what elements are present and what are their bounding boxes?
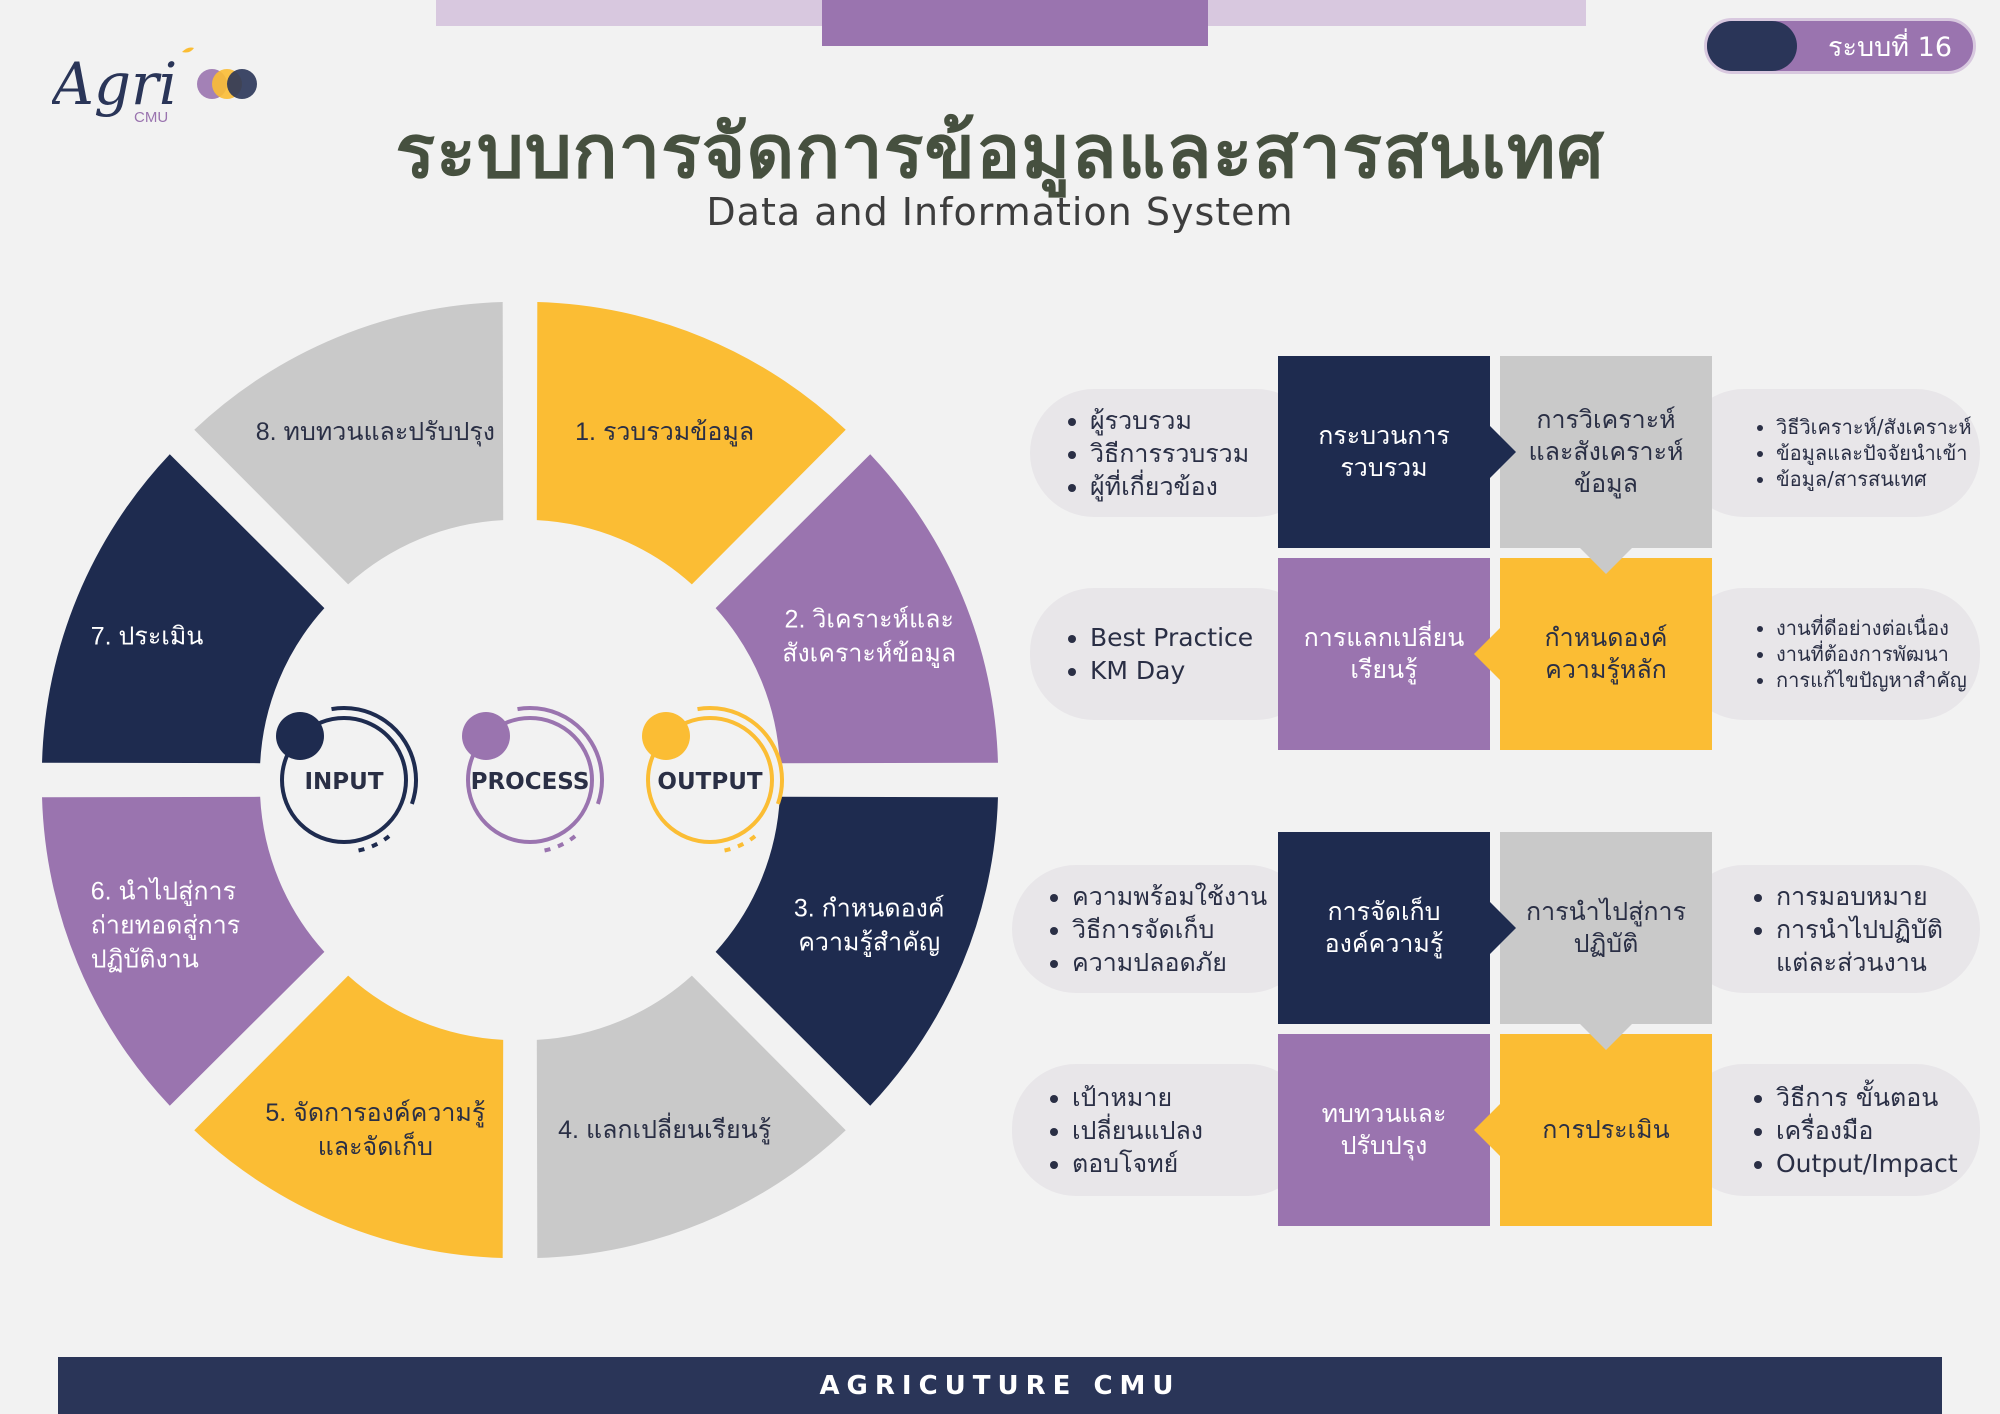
top-decoration-tab	[822, 0, 1208, 46]
pill-bottom-right: งานที่ดีอย่างต่อเนื่องงานที่ต้องการพัฒนา…	[1680, 588, 1980, 720]
km-cycle-wheel: 1. รวบรวมข้อมูล 2. วิเคราะห์และสังเคราะห์…	[42, 302, 998, 1258]
pill-bullet: ความพร้อมใช้งาน	[1072, 880, 1267, 913]
logo-sub: CMU	[134, 109, 168, 126]
arrow-right	[1490, 426, 1516, 478]
wheel-segment-6	[42, 796, 325, 1106]
process-box-bottom-right: การประเมิน	[1500, 1034, 1712, 1226]
wheel-segment-label-1: 1. รวบรวมข้อมูล	[575, 418, 754, 447]
process-box-text: ทบทวนและปรับปรุง	[1321, 1099, 1447, 1160]
wheel-segment-5	[194, 975, 504, 1258]
logo-text: Agri	[52, 50, 177, 118]
badge-label: ระบบที่ 16	[1827, 31, 1953, 63]
process-box-bottom-left: การแลกเปลี่ยนเรียนรู้	[1278, 558, 1490, 750]
pill-bullet: ความปลอดภัย	[1072, 946, 1267, 979]
wheel-segment-label-4: 4. แลกเปลี่ยนเรียนรู้	[558, 1112, 771, 1145]
footer-bar: AGRICUTURE CMU	[58, 1357, 1942, 1414]
pill-top-left: ความพร้อมใช้งานวิธีการจัดเก็บความปลอดภัย	[1012, 865, 1312, 993]
page-subtitle: Data and Information System	[706, 190, 1294, 234]
pill-bullet: เครื่องมือ	[1776, 1114, 1958, 1147]
wheel-segment-label-3: 3. กำหนดองค์ความรู้สำคัญ	[794, 895, 945, 958]
pill-bullet: การมอบหมาย	[1776, 880, 1943, 913]
pill-bullet: เป้าหมาย	[1072, 1081, 1203, 1114]
ring-process: PROCESS	[456, 706, 604, 855]
pill-bullet: งานที่ต้องการพัฒนา	[1776, 641, 1967, 667]
page-title: ระบบการจัดการข้อมูลและสารสนเทศ	[395, 109, 1605, 195]
process-box-text: กระบวนการรวบรวม	[1318, 421, 1450, 482]
arrow-left	[1474, 628, 1500, 680]
arrow-right	[1490, 902, 1516, 954]
process-box-bottom-right: กำหนดองค์ความรู้หลัก	[1500, 558, 1712, 750]
ring-output: OUTPUT	[636, 706, 784, 855]
process-box-text: การประเมิน	[1542, 1115, 1670, 1144]
process-box-text: การแลกเปลี่ยนเรียนรู้	[1303, 623, 1465, 684]
pill-bullet: งานที่ดีอย่างต่อเนื่อง	[1776, 615, 1967, 641]
process-box-text: การวิเคราะห์และสังเคราะห์ข้อมูล	[1528, 405, 1684, 498]
pill-bullet: การนำไปปฏิบัติแต่ละส่วนงาน	[1776, 913, 1943, 979]
pill-bullet: ผู้รวบรวม	[1090, 404, 1249, 437]
wheel-segment-label-8: 8. ทบทวนและปรับปรุง	[256, 418, 495, 447]
footer-text: AGRICUTURE CMU	[819, 1370, 1181, 1401]
process-box-text: การจัดเก็บองค์ความรู้	[1324, 897, 1444, 958]
process-box-bottom-left: ทบทวนและปรับปรุง	[1278, 1034, 1490, 1226]
wheel-segment-8	[194, 302, 504, 585]
process-box-top-right: การนำไปสู่การปฏิบัติ	[1500, 832, 1712, 1024]
wheel-segment-label-7: 7. ประเมิน	[91, 622, 204, 650]
arrow-left	[1474, 1104, 1500, 1156]
agri-cmu-logo: Agri CMU	[52, 47, 257, 126]
ring-input: INPUT	[270, 705, 418, 854]
pill-bullet: ตอบโจทย์	[1072, 1147, 1203, 1180]
wheel-segment-3	[715, 796, 998, 1106]
pill-bullet: วิธีการ ขั้นตอน	[1776, 1081, 1958, 1114]
wheel-segment-label-5: 5. จัดการองค์ความรู้และจัดเก็บ	[265, 1099, 485, 1161]
wheel-segment-4	[536, 975, 846, 1258]
pill-bullet: เปลี่ยนแปลง	[1072, 1114, 1203, 1147]
wheel-segment-label-2: 2. วิเคราะห์และสังเคราะห์ข้อมูล	[782, 605, 956, 668]
pill-bullet: การแก้ไขปัญหาสำคัญ	[1776, 667, 1967, 693]
process-box-top-left: กระบวนการรวบรวม	[1278, 356, 1490, 548]
pill-bullet: Best Practice	[1090, 621, 1253, 654]
pill-bottom-left: เป้าหมายเปลี่ยนแปลงตอบโจทย์	[1012, 1064, 1312, 1196]
pill-bullet: KM Day	[1090, 654, 1253, 687]
pill-top-right: การมอบหมายการนำไปปฏิบัติแต่ละส่วนงาน	[1680, 865, 1980, 993]
pill-top-right: วิธีวิเคราะห์/สังเคราะห์ข้อมูลและปัจจัยน…	[1680, 389, 1980, 517]
ring-label-output: OUTPUT	[657, 769, 762, 795]
ring-label-process: PROCESS	[471, 769, 590, 795]
process-box-top-right: การวิเคราะห์และสังเคราะห์ข้อมูล	[1500, 356, 1712, 548]
wheel-segment-label-6: 6. นำไปสู่การถ่ายทอดสู่การปฏิบัติงาน	[91, 877, 240, 974]
pill-bullet: ข้อมูลและปัจจัยนำเข้า	[1776, 440, 1972, 466]
pill-bullet: วิธีวิเคราะห์/สังเคราะห์	[1776, 414, 1972, 440]
pill-bottom-left: Best PracticeKM Day	[1030, 588, 1320, 720]
process-box-top-left: การจัดเก็บองค์ความรู้	[1278, 832, 1490, 1024]
pill-bottom-right: วิธีการ ขั้นตอนเครื่องมือOutput/Impact	[1680, 1064, 1980, 1196]
system-number-badge: ระบบที่ 16	[1704, 18, 1976, 74]
process-box-text: กำหนดองค์ความรู้หลัก	[1544, 623, 1668, 684]
arrow-down	[1580, 548, 1632, 574]
pill-top-left: ผู้รวบรวมวิธีการรวบรวมผู้ที่เกี่ยวข้อง	[1030, 389, 1320, 517]
pill-bullet: วิธีการรวบรวม	[1090, 437, 1249, 470]
pill-bullet: ผู้ที่เกี่ยวข้อง	[1090, 470, 1249, 503]
process-box-text: การนำไปสู่การปฏิบัติ	[1525, 897, 1687, 958]
pill-bullet: ข้อมูล/สารสนเทศ	[1776, 466, 1972, 492]
wheel-segment-2	[715, 454, 998, 764]
pill-bullet: Output/Impact	[1776, 1147, 1958, 1180]
wheel-segment-7	[42, 454, 325, 764]
wheel-segment-1	[536, 302, 846, 585]
arrow-down	[1580, 1024, 1632, 1050]
ring-label-input: INPUT	[304, 769, 383, 795]
pill-bullet: วิธีการจัดเก็บ	[1072, 913, 1267, 946]
